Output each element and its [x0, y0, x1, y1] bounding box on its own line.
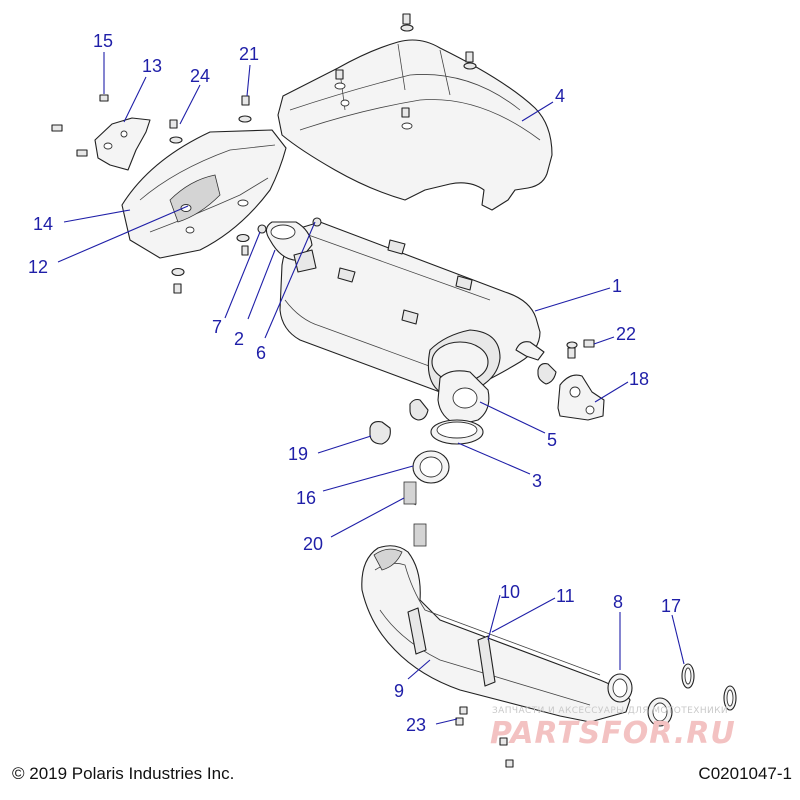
part-20-springs	[403, 481, 427, 547]
part-13-bracket	[94, 117, 151, 171]
callout-24: 24	[190, 66, 210, 86]
callout-15: 15	[93, 31, 113, 51]
callout-9: 9	[394, 681, 404, 701]
watermark-tagline: ЗАПЧАСТИ И АКСЕССУАРЫ ДЛЯ МОТОТЕХНИКИ	[492, 706, 729, 716]
callout-18: 18	[629, 369, 649, 389]
callout-6: 6	[256, 343, 266, 363]
part-16-gasket	[412, 450, 450, 484]
part-3-clamp	[430, 419, 484, 445]
callout-5: 5	[547, 430, 557, 450]
callout-17: 17	[661, 596, 681, 616]
callout-8: 8	[613, 592, 623, 612]
callout-numbers: 1 2 3 4 5 6 7 8 9 10 11 12 13 14 15 16 1…	[28, 31, 681, 735]
callout-21: 21	[239, 44, 259, 64]
callout-10: 10	[500, 582, 520, 602]
part-22-bolts	[566, 339, 595, 359]
callout-4: 4	[555, 86, 565, 106]
part-23-nuts	[455, 706, 514, 768]
callout-7: 7	[212, 317, 222, 337]
callout-2: 2	[234, 329, 244, 349]
part-4-heat-shield	[277, 39, 553, 211]
upper-left-fasteners	[51, 94, 252, 294]
callout-19: 19	[288, 444, 308, 464]
part-5-outlet-flange	[437, 370, 490, 426]
callout-14: 14	[33, 214, 53, 234]
callout-1: 1	[612, 276, 622, 296]
callout-3: 3	[532, 471, 542, 491]
part-1-muffler	[257, 217, 545, 393]
callout-20: 20	[303, 534, 323, 554]
part-18-mount-bracket	[557, 374, 605, 421]
leader-lines	[57, 52, 685, 725]
callout-12: 12	[28, 257, 48, 277]
copyright-text: © 2019 Polaris Industries Inc.	[12, 764, 235, 783]
callout-16: 16	[296, 488, 316, 508]
heat-shield-bolts	[335, 13, 477, 118]
part-9-header-pipe	[361, 545, 673, 727]
watermark-brand: PARTSFOR.RU	[490, 716, 736, 751]
callout-22: 22	[616, 324, 636, 344]
part-19-grommet	[369, 363, 557, 445]
figure-id: C0201047-1	[698, 764, 792, 783]
callout-13: 13	[142, 56, 162, 76]
callout-23: 23	[406, 715, 426, 735]
callout-11: 11	[556, 586, 575, 606]
part-17-gaskets	[681, 663, 737, 711]
part-14-rear-shield	[121, 129, 287, 259]
